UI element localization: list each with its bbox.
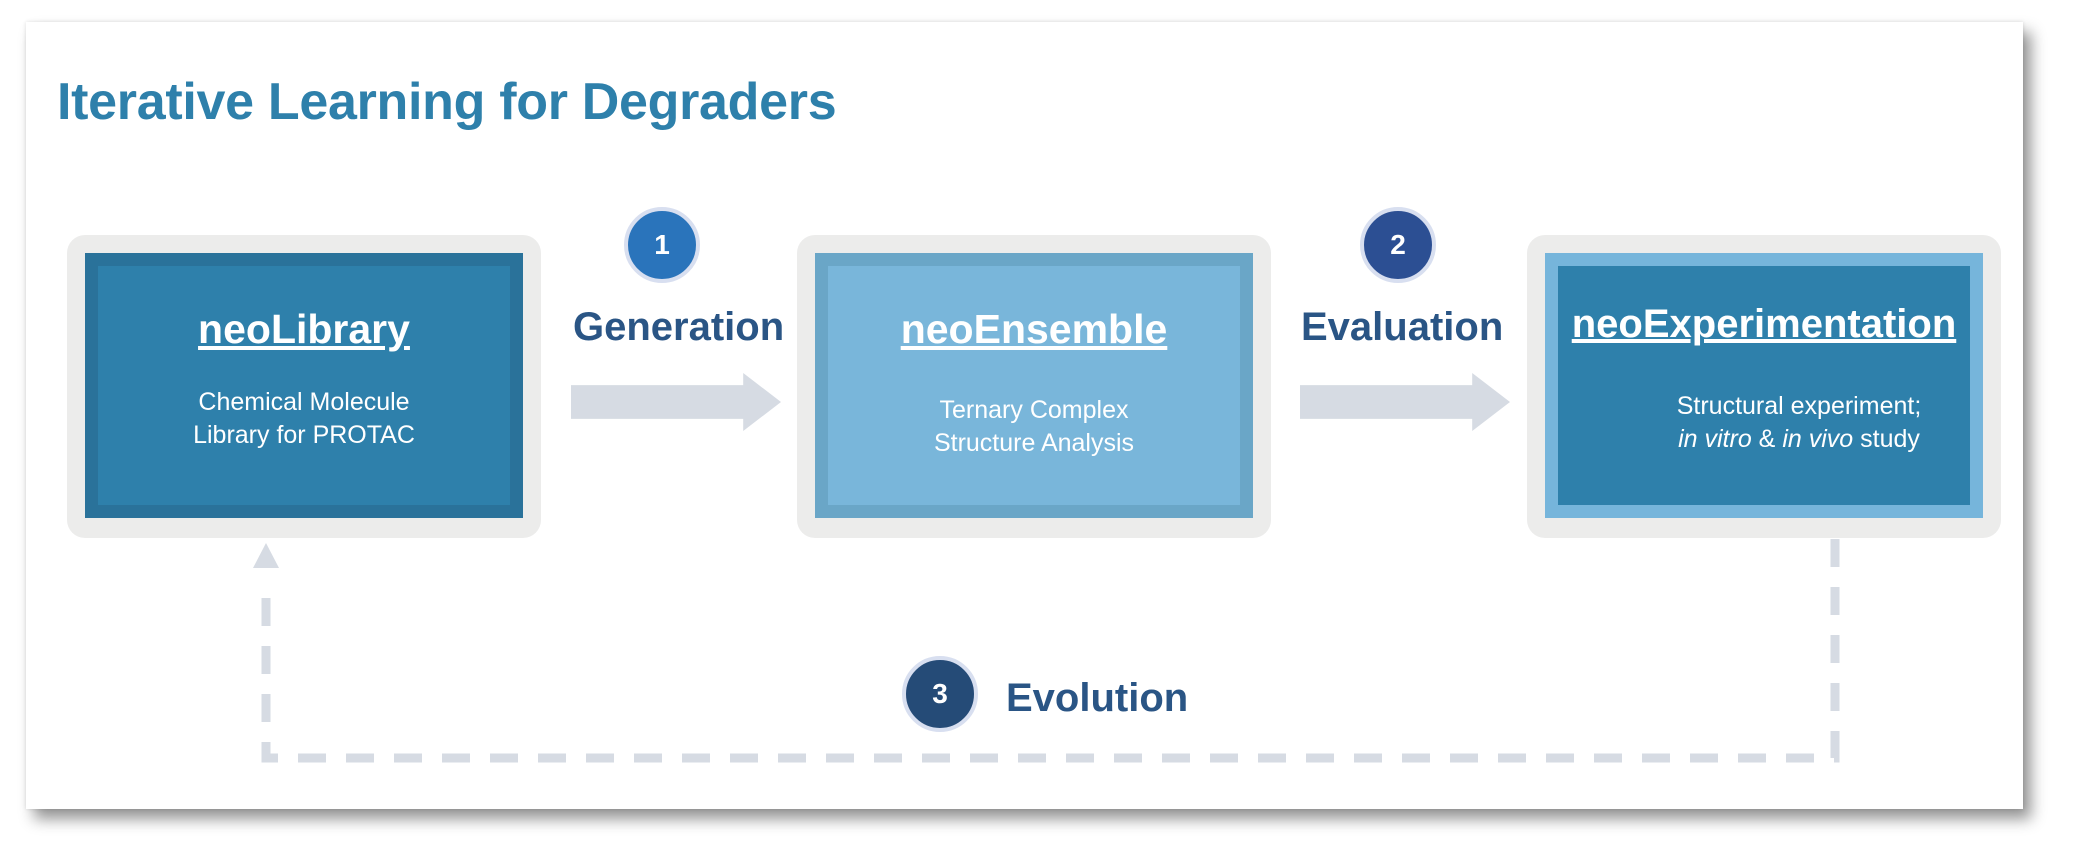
- stage-card-neoexperimentation: neoExperimentation Structural experiment…: [1527, 235, 2001, 538]
- step-label-generation: Generation: [573, 305, 785, 349]
- stage-title-neolibrary: neoLibrary: [198, 306, 410, 352]
- stage-title-neoexperimentation: neoExperimentation: [1571, 302, 1957, 346]
- stage-panel-neoexperimentation: neoExperimentation Structural experiment…: [1545, 253, 1983, 518]
- step-number-badge-1: 1: [624, 207, 700, 283]
- stage-description-line: in vitro & in vivo study: [1628, 423, 1970, 456]
- stage-description-line: Structure Analysis: [933, 429, 1135, 457]
- stage-description-neoensemble: Ternary Complex Structure Analysis: [828, 394, 1240, 460]
- step-label-evolution: Evolution: [1006, 676, 1189, 720]
- step-number-badge-3: 3: [902, 656, 978, 732]
- feedback-loop-arrow: [253, 539, 1840, 763]
- italic-term: in vivo: [1782, 425, 1854, 453]
- text-tail: study: [1853, 425, 1920, 453]
- stage-card-neolibrary: neoLibrary Chemical Molecule Library for…: [67, 235, 541, 538]
- stage-panel-neoensemble: neoEnsemble Ternary Complex Structure An…: [815, 253, 1253, 518]
- step-label-evaluation: Evaluation: [1301, 305, 1504, 349]
- page-title: Iterative Learning for Degraders: [57, 73, 837, 131]
- stage-title-neoensemble: neoEnsemble: [900, 306, 1168, 352]
- dashed-loop-line: [261, 539, 1840, 763]
- italic-term: in vitro: [1678, 425, 1752, 453]
- up-arrow-icon: [253, 543, 279, 568]
- stage-description-neolibrary: Chemical Molecule Library for PROTAC: [98, 386, 510, 452]
- text-separator: &: [1751, 425, 1783, 453]
- slide: Iterative Learning for Degraders neoLibr…: [26, 22, 2023, 809]
- stage-card-neoensemble: neoEnsemble Ternary Complex Structure An…: [797, 235, 1271, 538]
- step-number-badge-2: 2: [1360, 207, 1436, 283]
- stage-description-neoexperimentation: Structural experiment; in vitro & in viv…: [1628, 390, 1970, 456]
- stage-description-line: Structural experiment;: [1676, 392, 1922, 420]
- stage-description-line: Chemical Molecule: [198, 388, 410, 416]
- stage-panel-neolibrary: neoLibrary Chemical Molecule Library for…: [85, 253, 523, 518]
- stage-description-line: Library for PROTAC: [193, 421, 415, 449]
- stage-description-line: Ternary Complex: [939, 396, 1129, 424]
